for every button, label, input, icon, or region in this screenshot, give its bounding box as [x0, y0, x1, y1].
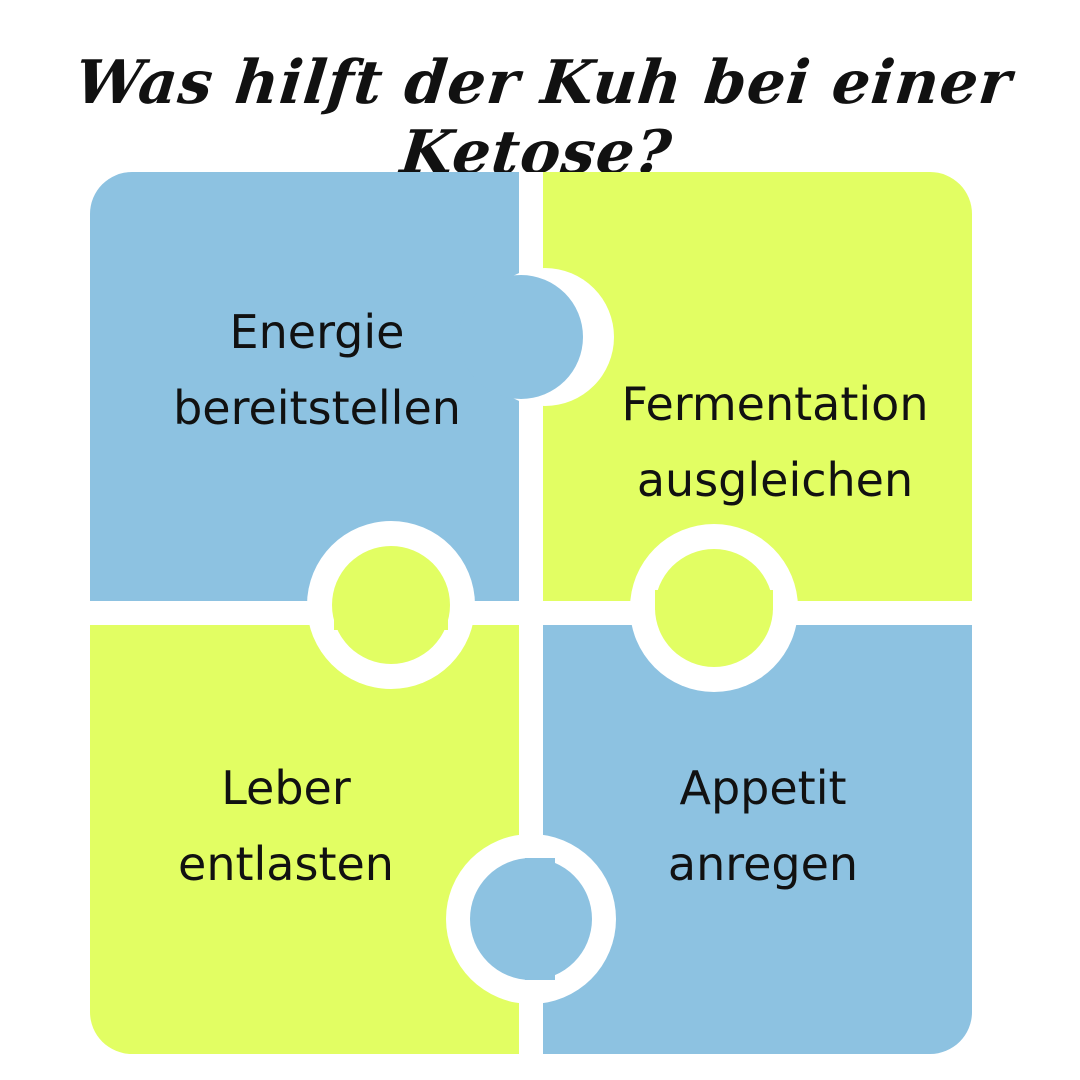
label-appetit-line2: anregen — [667, 837, 859, 891]
label-fermentation-line1: Fermentation — [621, 377, 929, 431]
label-fermentation: Fermentation ausgleichen — [575, 366, 975, 518]
knob-left-bridge — [334, 600, 448, 630]
label-fermentation-line2: ausgleichen — [636, 453, 914, 507]
label-leber-line1: Leber — [221, 761, 351, 815]
gap-horizontal — [90, 601, 972, 625]
knob-right-bridge — [655, 590, 773, 610]
knob-top-bridge — [480, 300, 525, 374]
label-leber-line2: entlasten — [178, 837, 394, 891]
piece-bottom-right — [531, 613, 972, 1054]
label-leber: Leber entlasten — [86, 750, 486, 902]
label-energie-line1: Energie — [229, 305, 405, 359]
piece-bottom-left — [90, 613, 531, 1054]
label-energie: Energie bereitstellen — [117, 294, 517, 446]
knob-bottom-bridge — [525, 858, 555, 980]
label-appetit-line1: Appetit — [679, 761, 847, 815]
label-appetit: Appetit anregen — [563, 750, 963, 902]
piece-top-left — [90, 172, 531, 613]
label-energie-line2: bereitstellen — [173, 381, 461, 435]
